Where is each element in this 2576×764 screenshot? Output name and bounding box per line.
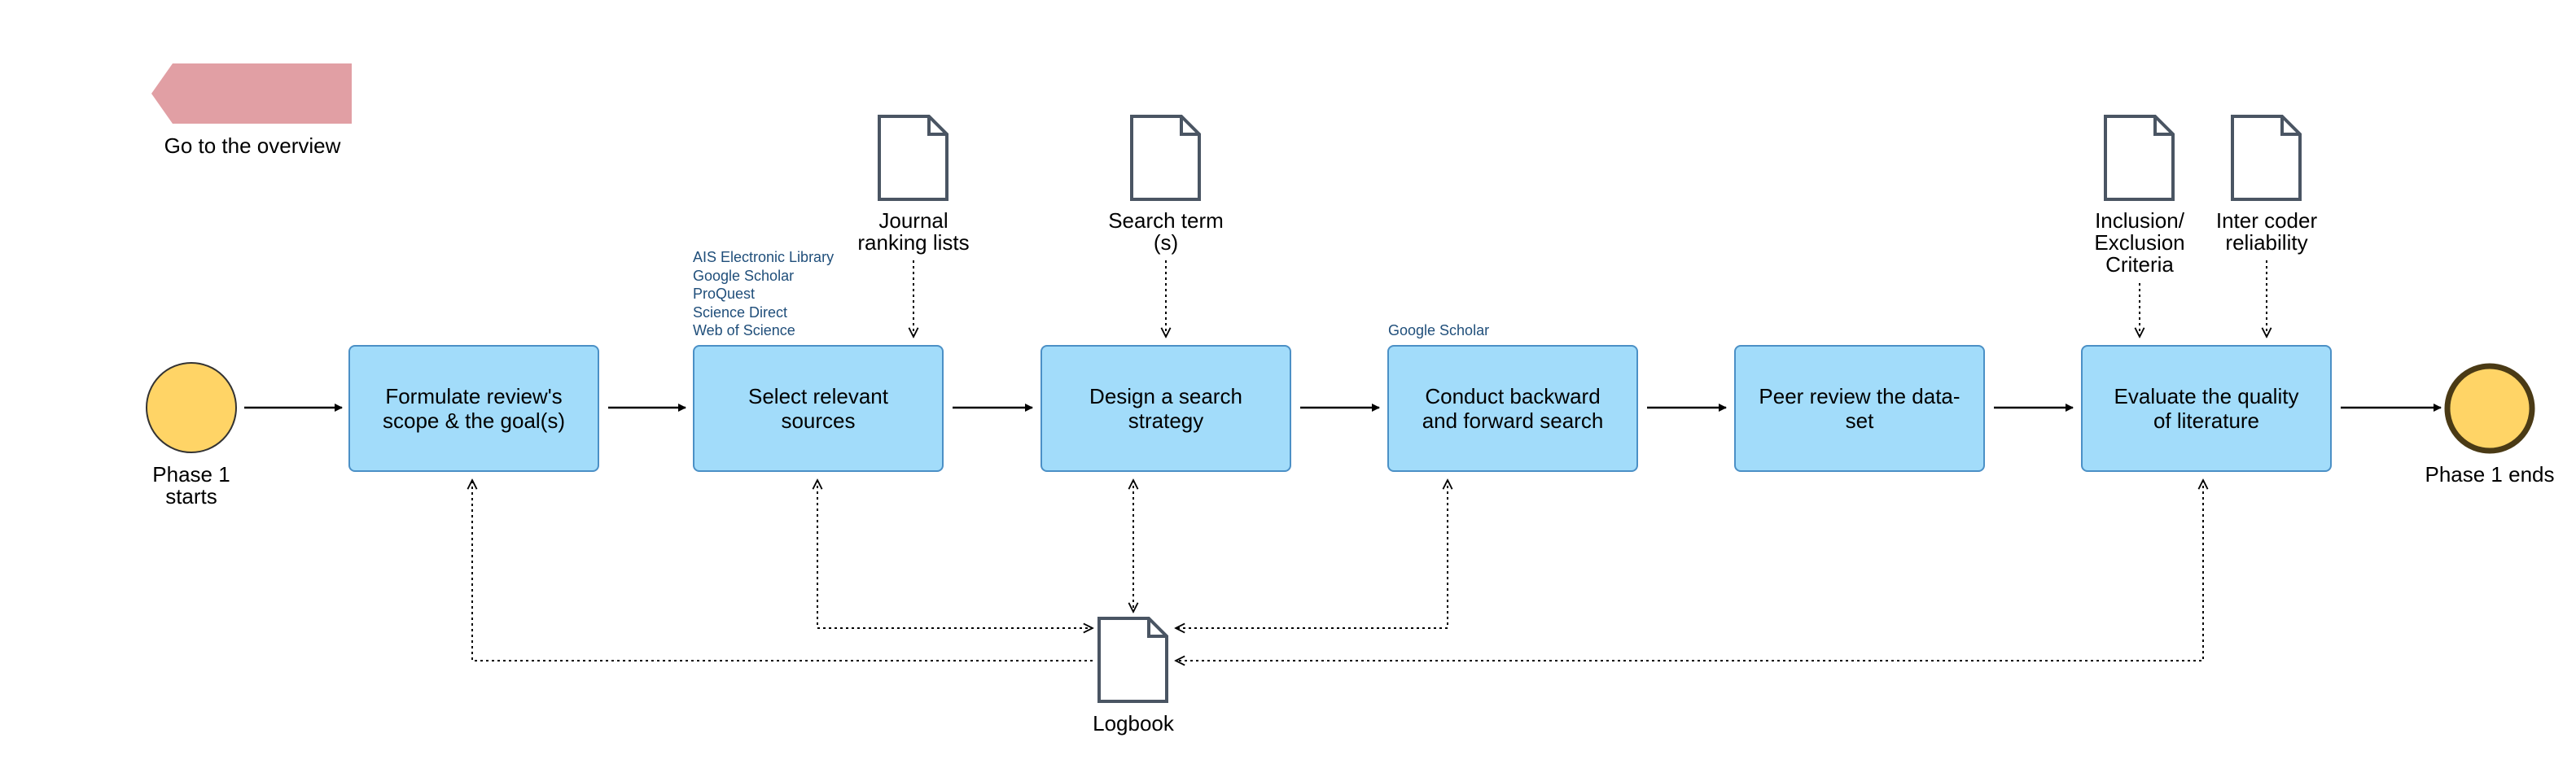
end-event-circle (2444, 363, 2535, 454)
inclusion-label-line2: Exclusion (2094, 230, 2185, 255)
end-event-label: Phase 1 ends (2425, 462, 2555, 487)
searchterm-document-icon (1130, 115, 1201, 201)
document-icons (878, 115, 2302, 703)
searchterm-label-line2: (s) (1153, 230, 1179, 255)
task-evaluate-quality[interactable]: Evaluate the quality of literature (2081, 345, 2332, 472)
sources-annotation: AIS Electronic Library Google Scholar Pr… (693, 248, 834, 340)
task-select-sources[interactable]: Select relevant sources (693, 345, 944, 472)
inclusion-label-line3: Criteria (2105, 252, 2174, 277)
logbook-document-label: Logbook (1093, 711, 1174, 736)
start-event-label: Phase 1 starts (126, 464, 256, 508)
intercoder-document-label: Inter coder reliability (2185, 210, 2348, 254)
back-to-overview-label[interactable]: Go to the overview (164, 133, 341, 158)
task-peer-review[interactable]: Peer review the data-set (1734, 345, 1985, 472)
intercoder-label-line2: reliability (2225, 230, 2308, 255)
conduct-annotation-text: Google Scholar (1388, 322, 1490, 338)
intercoder-label-line1: Inter coder (2215, 208, 2318, 233)
conduct-annotation: Google Scholar (1388, 321, 1489, 340)
back-arrow-shape[interactable] (151, 63, 352, 124)
source-item: Science Direct (693, 303, 788, 321)
logbook-document-icon (1097, 617, 1168, 703)
intercoder-document-icon (2231, 115, 2302, 201)
source-item: Web of Science (693, 322, 795, 338)
journal-document-label: Journal ranking lists (832, 210, 995, 254)
journal-document-icon (878, 115, 948, 201)
assoc-logbook-formulate (472, 480, 1093, 661)
inclusion-document-icon (2104, 115, 2175, 201)
task-formulate-scope[interactable]: Formulate review's scope & the goal(s) (348, 345, 599, 472)
assoc-evaluate-logbook (1176, 480, 2203, 661)
data-associations (472, 260, 2267, 661)
task-conduct-search[interactable]: Conduct backward and forward search (1387, 345, 1638, 472)
start-event-circle (146, 362, 237, 453)
start-event-label-line1: Phase 1 (152, 462, 230, 487)
journal-label-line2: ranking lists (857, 230, 970, 255)
assoc-conduct-logbook (1176, 480, 1448, 628)
start-event-label-line2: starts (165, 484, 217, 509)
source-item: AIS Electronic Library (693, 249, 835, 265)
journal-label-line1: Journal (878, 208, 948, 233)
back-to-overview-button[interactable] (151, 63, 352, 124)
assoc-select-logbook (817, 480, 1093, 628)
task-design-strategy[interactable]: Design a search strategy (1040, 345, 1291, 472)
inclusion-label-line1: Inclusion/ (2095, 208, 2184, 233)
source-item: Google Scholar (693, 267, 795, 284)
inclusion-document-label: Inclusion/ Exclusion Criteria (2058, 210, 2221, 276)
searchterm-label-line1: Search term (1108, 208, 1224, 233)
searchterm-document-label: Search term (s) (1084, 210, 1247, 254)
source-item: ProQuest (693, 286, 756, 302)
